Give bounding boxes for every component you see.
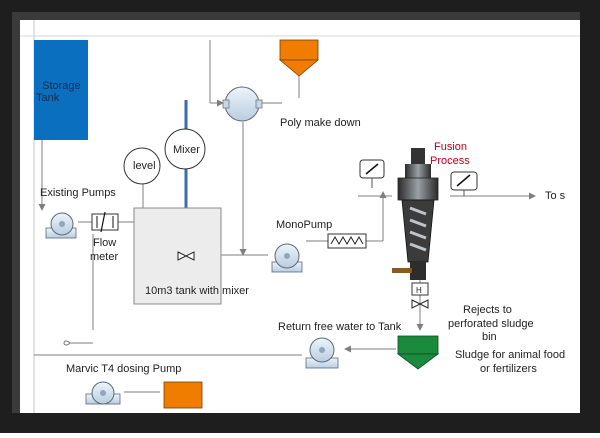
- flow-meter: [91, 211, 119, 233]
- mixer-motor: [164, 128, 206, 170]
- flow-meter-label-2: meter: [90, 251, 118, 263]
- level-label: level: [133, 160, 156, 172]
- monopump: [271, 243, 303, 273]
- marvic-loop: [63, 340, 71, 346]
- frame-right: [580, 0, 600, 433]
- reject-valve-box: [411, 282, 429, 296]
- reject-valve: [411, 299, 429, 309]
- sludge-label-1: Sludge for animal food: [455, 349, 565, 361]
- existing-pump: [45, 212, 77, 239]
- return-water-pump: [305, 337, 339, 369]
- frame-bottom: [0, 413, 600, 433]
- poly-pump-inlet: [222, 99, 230, 109]
- reject-valve-label: H: [416, 286, 422, 295]
- poly-pump: [224, 86, 260, 122]
- poly-make-down-label: Poly make down: [280, 117, 361, 129]
- fusion-label-1: Fusion: [434, 141, 467, 153]
- existing-pumps-label: Existing Pumps: [40, 187, 116, 199]
- rejects-label-3: bin: [482, 331, 497, 343]
- mixing-tank-label: 10m3 tank with mixer: [145, 285, 249, 297]
- monopump-label: MonoPump: [276, 219, 332, 231]
- rejects-label-1: Rejects to: [463, 304, 512, 316]
- poly-hopper: [279, 39, 319, 61]
- mixer-label: Mixer: [173, 144, 200, 156]
- mixer-impeller: [177, 251, 195, 261]
- poly-pump-outlet: [255, 99, 263, 109]
- storage-tank: [34, 40, 88, 140]
- fusion-label-2: Process: [430, 155, 470, 167]
- to-s-label: To s: [545, 190, 566, 202]
- dosing-hopper: [163, 381, 203, 409]
- fusion-separator: [392, 148, 439, 280]
- rejects-label-2: perforated sludge: [448, 318, 534, 330]
- level-sensor: [123, 147, 161, 185]
- storage-tank-label-1: . Storage: [36, 80, 81, 92]
- sludge-bin-cone: [396, 353, 440, 370]
- sludge-bin: [397, 335, 439, 355]
- marvic-pump-label: Marvic T4 dosing Pump: [66, 363, 181, 375]
- pressure-gauge-outlet: [450, 171, 478, 196]
- storage-tank-label-2: Tank: [36, 92, 60, 104]
- poly-hopper-cone: [278, 59, 320, 77]
- heat-exchanger: [327, 233, 367, 249]
- return-water-label: Return free water to Tank: [278, 321, 402, 333]
- flow-meter-label-1: Flow: [93, 237, 116, 249]
- marvic-dosing-pump: [85, 381, 121, 405]
- sludge-label-2: or fertilizers: [480, 363, 537, 375]
- pressure-gauge-inlet: [359, 159, 385, 188]
